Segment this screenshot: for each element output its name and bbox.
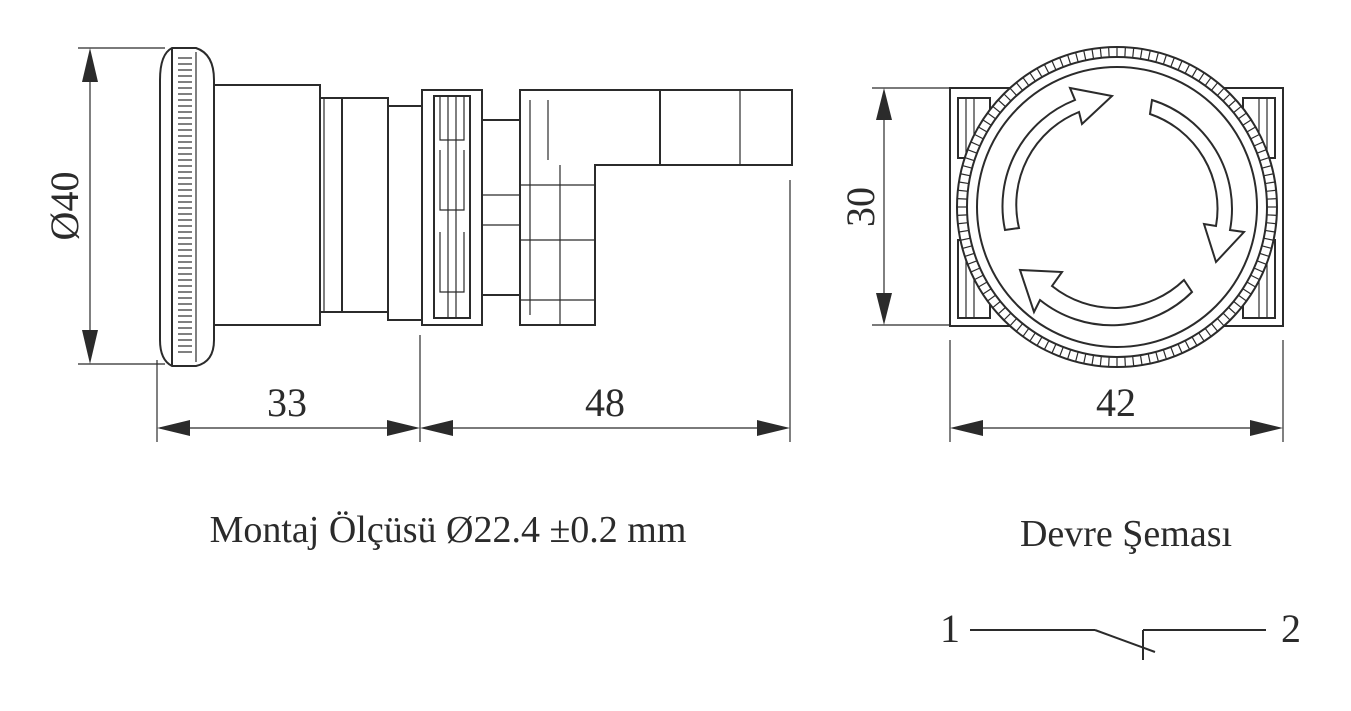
dimension-width: 42: [949, 340, 1284, 442]
diameter-label: Ø40: [42, 172, 87, 241]
circuit-diagram: 1 2: [940, 606, 1301, 660]
terminal-2-label: 2: [1281, 606, 1301, 651]
dimension-diameter: Ø40: [42, 47, 165, 365]
length-back-label: 48: [585, 380, 625, 425]
side-view: [159, 47, 793, 367]
terminal-1-label: 1: [940, 606, 960, 651]
height-label: 30: [838, 187, 883, 227]
dimension-length-back: 48: [420, 180, 791, 442]
dimension-height: 30: [838, 87, 950, 326]
length-front-label: 33: [267, 380, 307, 425]
shaft: [481, 119, 521, 296]
mushroom-head: [159, 47, 215, 367]
dimension-length-front: 33: [156, 335, 421, 442]
button-body: [213, 84, 423, 326]
circuit-caption: Devre Şeması: [1020, 513, 1232, 555]
ring-knurl: [957, 47, 1277, 367]
width-label: 42: [1096, 380, 1136, 425]
switch-contact: [1094, 629, 1156, 653]
mounting-caption: Montaj Ölçüsü Ø22.4 ±0.2 mm: [210, 509, 687, 551]
release-arrows: [1001, 86, 1247, 327]
mounting-nut: [421, 89, 483, 326]
front-view: [949, 46, 1284, 368]
contact-block: [519, 89, 793, 326]
knurl-pattern: [178, 57, 192, 353]
